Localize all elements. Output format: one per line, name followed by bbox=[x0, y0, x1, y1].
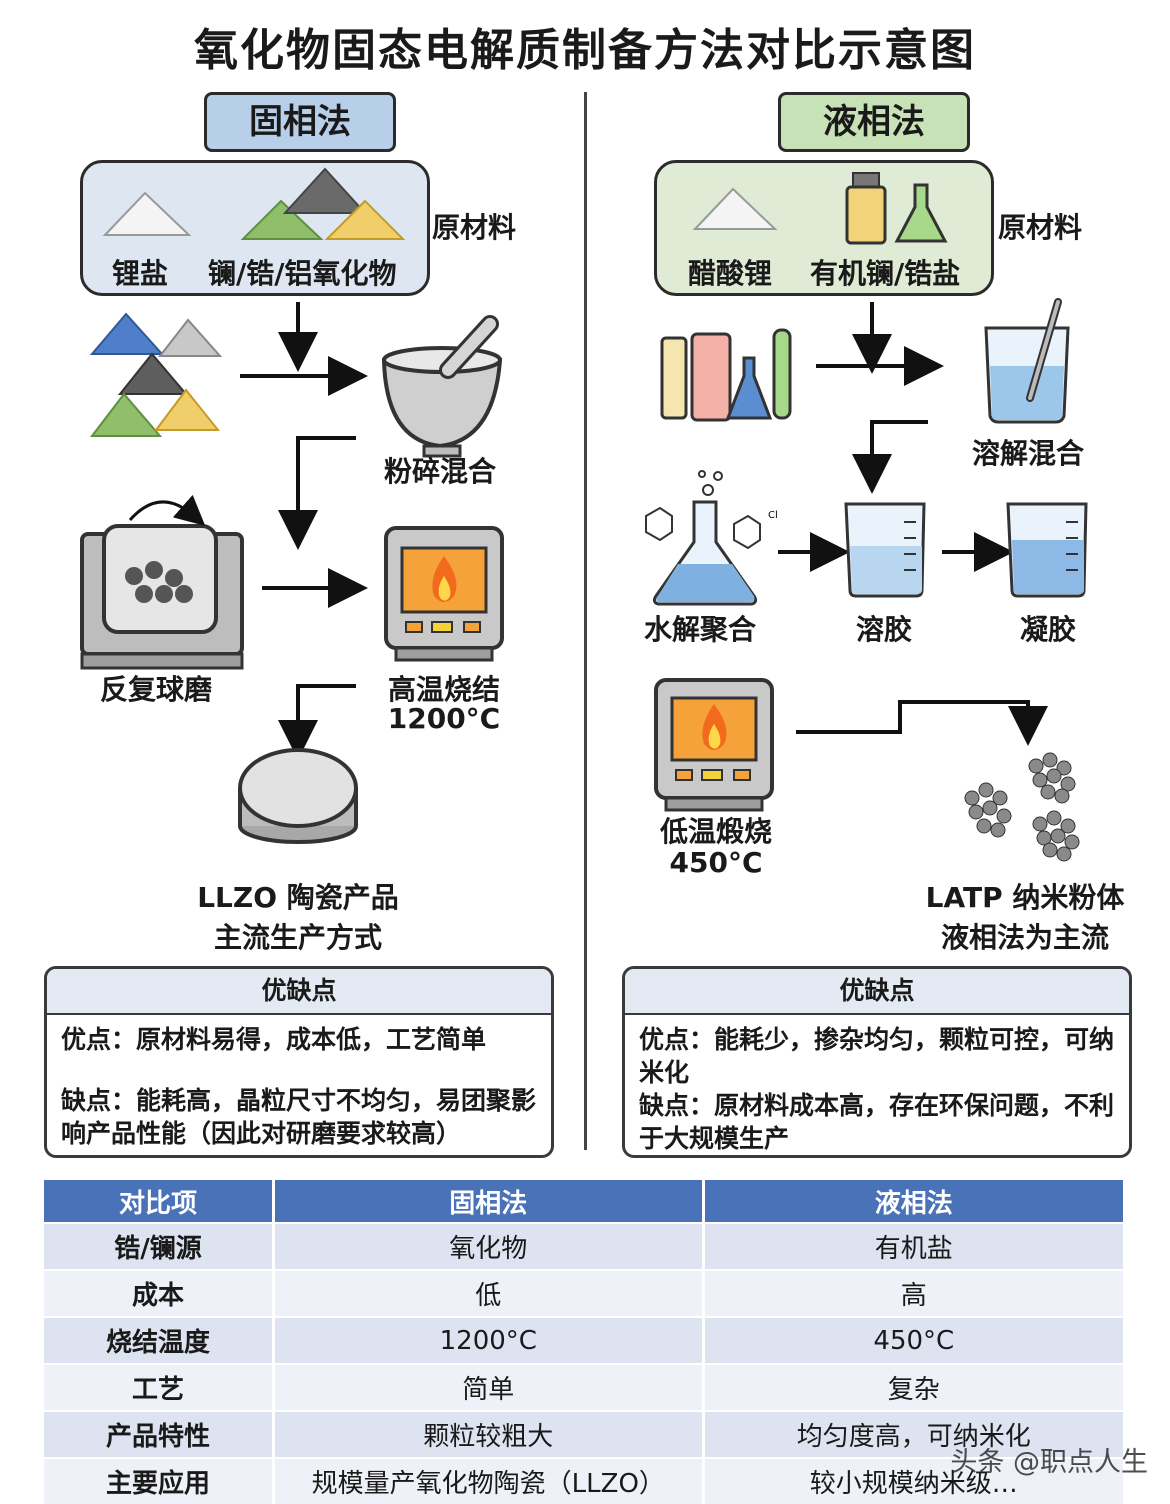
powder-piles-icon bbox=[89, 312, 223, 437]
solid-method-tag: 固相法 bbox=[204, 92, 396, 152]
table-cell: 复杂 bbox=[703, 1363, 1127, 1411]
liquid-pros-cons-title: 优缺点 bbox=[625, 969, 1129, 1015]
solid-raw-item-lithium-salt: 锂盐 bbox=[112, 257, 169, 290]
table-cell: 低 bbox=[273, 1269, 705, 1317]
table-cell: 成本 bbox=[44, 1269, 275, 1317]
table-cell: 颗粒较粗大 bbox=[273, 1410, 705, 1458]
solid-step-mill: 反复球磨 bbox=[100, 673, 213, 706]
table-row: 产品特性 颗粒较粗大 均匀度高，可纳米化 bbox=[44, 1410, 1127, 1458]
solid-pros-cons-title: 优缺点 bbox=[47, 969, 551, 1015]
liquid-product-line1: LATP 纳米粉体 bbox=[925, 881, 1125, 914]
liquid-calcine-temp: 450°C bbox=[669, 846, 763, 879]
table-cell: 规模量产氧化物陶瓷（LLZO） bbox=[273, 1457, 705, 1504]
ceramic-disc-icon bbox=[238, 748, 358, 844]
liquid-method-tag: 液相法 bbox=[778, 92, 970, 152]
liquid-step-sol: 溶胶 bbox=[856, 613, 913, 646]
table-header-item: 对比项 bbox=[44, 1180, 275, 1223]
liquid-product-line2: 液相法为主流 bbox=[940, 921, 1109, 954]
table-cell: 450°C bbox=[703, 1316, 1127, 1364]
solid-step-crush: 粉碎混合 bbox=[384, 455, 497, 488]
sol-beaker-icon bbox=[844, 502, 926, 598]
nanoparticle-icon bbox=[964, 752, 1080, 862]
liquid-raw-materials-box bbox=[654, 160, 994, 296]
mortar-pestle-icon bbox=[381, 315, 503, 458]
table-header-row: 对比项 固相法 液相法 bbox=[44, 1180, 1127, 1223]
liquid-flow-graphics: Cl bbox=[645, 298, 1088, 862]
furnace-low-temp-icon bbox=[654, 678, 774, 812]
liquid-raw-item-lithium-acetate: 醋酸锂 bbox=[688, 257, 773, 290]
liquid-raw-item-organic-salt: 有机镧/锆盐 bbox=[810, 257, 961, 290]
table-cell: 高 bbox=[703, 1269, 1127, 1317]
liquid-step-calcine: 低温煅烧 bbox=[659, 815, 772, 848]
table-row: 工艺 简单 复杂 bbox=[44, 1363, 1127, 1411]
solid-sinter-temp: 1200°C bbox=[387, 702, 501, 735]
table-cell: 简单 bbox=[273, 1363, 705, 1411]
liquid-raw-materials-icon bbox=[692, 172, 948, 245]
table-header-solid: 固相法 bbox=[273, 1180, 705, 1223]
gel-beaker-icon bbox=[1006, 502, 1088, 598]
page-title: 氧化物固态电解质制备方法对比示意图 bbox=[194, 25, 976, 76]
table-row: 成本 低 高 bbox=[44, 1269, 1127, 1317]
table-row: 烧结温度 1200°C 450°C bbox=[44, 1316, 1127, 1364]
solid-raw-materials-box bbox=[80, 160, 430, 296]
liquid-cons-text: 缺点：原材料成本高，存在环保问题，不利于大规模生产 bbox=[639, 1091, 1115, 1153]
solid-cons-text: 缺点：能耗高，晶粒尺寸不均匀，易团聚影响产品性能（因此对研磨要求较高） bbox=[61, 1086, 537, 1148]
watermark: 头条 @职点人生 bbox=[950, 1447, 1148, 1478]
table-cell: 烧结温度 bbox=[44, 1316, 275, 1364]
table-cell: 工艺 bbox=[44, 1363, 275, 1411]
table-cell: 产品特性 bbox=[44, 1410, 275, 1458]
liquid-pros-cons-panel: 优缺点 优点：能耗少，掺杂均匀，颗粒可控，可纳米化 缺点：原材料成本高，存在环保… bbox=[622, 966, 1132, 1158]
table-cell: 均匀度高，可纳米化 bbox=[703, 1410, 1127, 1458]
solid-raw-powders-icon bbox=[102, 167, 406, 240]
flask-icon: Cl bbox=[645, 470, 778, 606]
table-cell: 氧化物 bbox=[273, 1222, 705, 1270]
ball-mill-icon bbox=[80, 494, 244, 670]
solid-pros-cons-panel: 优缺点 优点：原材料易得，成本低，工艺简单 缺点：能耗高，晶粒尺寸不均匀，易团聚… bbox=[44, 966, 554, 1158]
solid-raw-item-oxides: 镧/锆/铝氧化物 bbox=[208, 257, 397, 290]
liquid-step-hydrolysis: 水解聚合 bbox=[644, 613, 757, 646]
liquid-pros-text: 优点：能耗少，掺杂均匀，颗粒可控，可纳米化 bbox=[639, 1025, 1115, 1087]
solid-product-line2: 主流生产方式 bbox=[213, 921, 382, 954]
solid-flow-graphics bbox=[80, 302, 504, 844]
liquid-step-gel: 凝胶 bbox=[1020, 613, 1077, 646]
liquid-raw-label: 原材料 bbox=[998, 211, 1083, 244]
table-row: 主要应用 规模量产氧化物陶瓷（LLZO） 较小规模纳米级… bbox=[44, 1457, 1127, 1504]
table-row: 锆/镧源 氧化物 有机盐 bbox=[44, 1222, 1127, 1270]
table-cell: 1200°C bbox=[273, 1316, 705, 1364]
table-cell: 主要应用 bbox=[44, 1457, 275, 1504]
center-divider bbox=[584, 92, 587, 1150]
table-cell: 较小规模纳米级… bbox=[703, 1457, 1127, 1504]
beaker-stir-icon bbox=[984, 298, 1070, 424]
solid-pros-text: 优点：原材料易得，成本低，工艺简单 bbox=[61, 1025, 487, 1054]
reagent-bottles-icon bbox=[660, 328, 792, 422]
svg-text:Cl: Cl bbox=[768, 510, 778, 521]
liquid-step-dissolve: 溶解混合 bbox=[972, 437, 1085, 470]
solid-step-sinter: 高温烧结 bbox=[387, 673, 500, 706]
furnace-icon bbox=[384, 526, 504, 662]
table-header-liquid: 液相法 bbox=[703, 1180, 1127, 1223]
table-cell: 锆/镧源 bbox=[44, 1222, 275, 1270]
solid-product-line1: LLZO 陶瓷产品 bbox=[197, 881, 399, 914]
comparison-table: 对比项 固相法 液相法 锆/镧源 氧化物 有机盐 成本 低 高 烧结温度 120… bbox=[44, 1180, 1127, 1504]
table-cell: 有机盐 bbox=[703, 1222, 1127, 1270]
solid-raw-label: 原材料 bbox=[432, 211, 517, 244]
